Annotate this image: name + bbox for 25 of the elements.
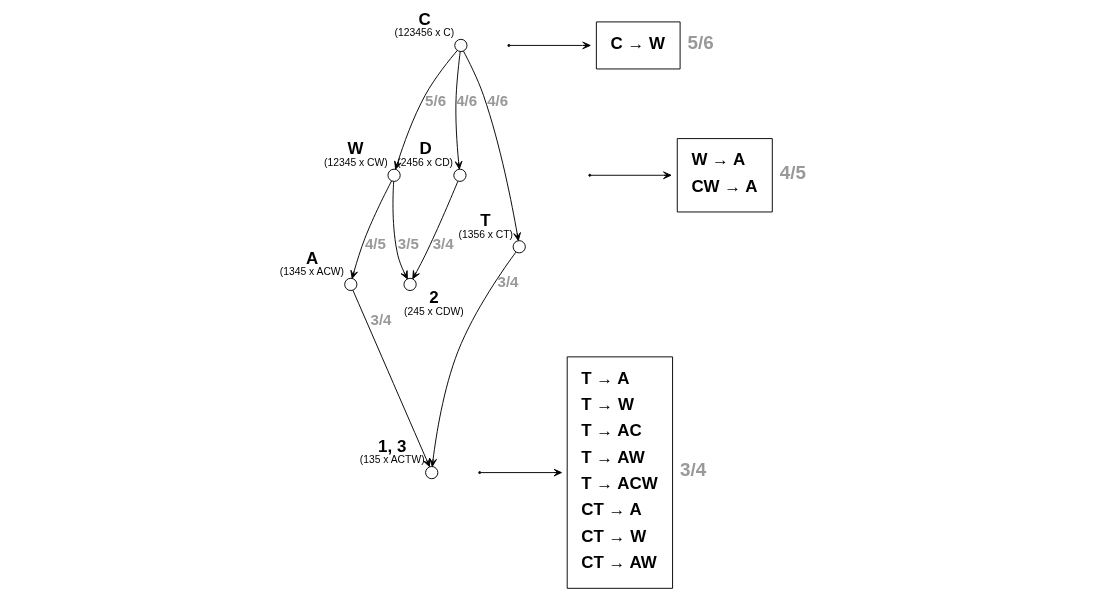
edge-label: 3/4 [432, 235, 454, 253]
node-label: C [418, 9, 431, 29]
node-label: (245 x CDW) [403, 305, 464, 317]
edge-label: 3/4 [497, 273, 519, 291]
edge-label: 4/5 [364, 235, 386, 253]
edge-label: 4/6 [456, 92, 478, 110]
edge-label: 5/6 [425, 92, 447, 110]
node-label: 4/5 [779, 162, 806, 184]
node-label: (123456 x C) [394, 27, 455, 39]
node-label: (2456 x CD) [397, 157, 454, 169]
node-label: (1345 x ACW) [279, 266, 345, 278]
edge-label: 4/6 [487, 92, 509, 110]
node-label: 3/4 [680, 459, 707, 481]
node-label: A [306, 248, 319, 268]
node-label: T [480, 210, 491, 230]
node-label: (135 x ACTW) [359, 454, 425, 466]
node-label: 2 [429, 288, 439, 308]
node-label: D [419, 139, 432, 159]
node-label: 5/6 [687, 32, 714, 54]
edge-label: 3/5 [397, 235, 419, 253]
node-label: 1, 3 [378, 436, 407, 456]
edge-label: 3/4 [370, 310, 392, 328]
node-label: W [347, 139, 364, 159]
node-label: (12345 x CW) [323, 157, 388, 169]
node-label: (1356 x CT) [458, 228, 514, 240]
